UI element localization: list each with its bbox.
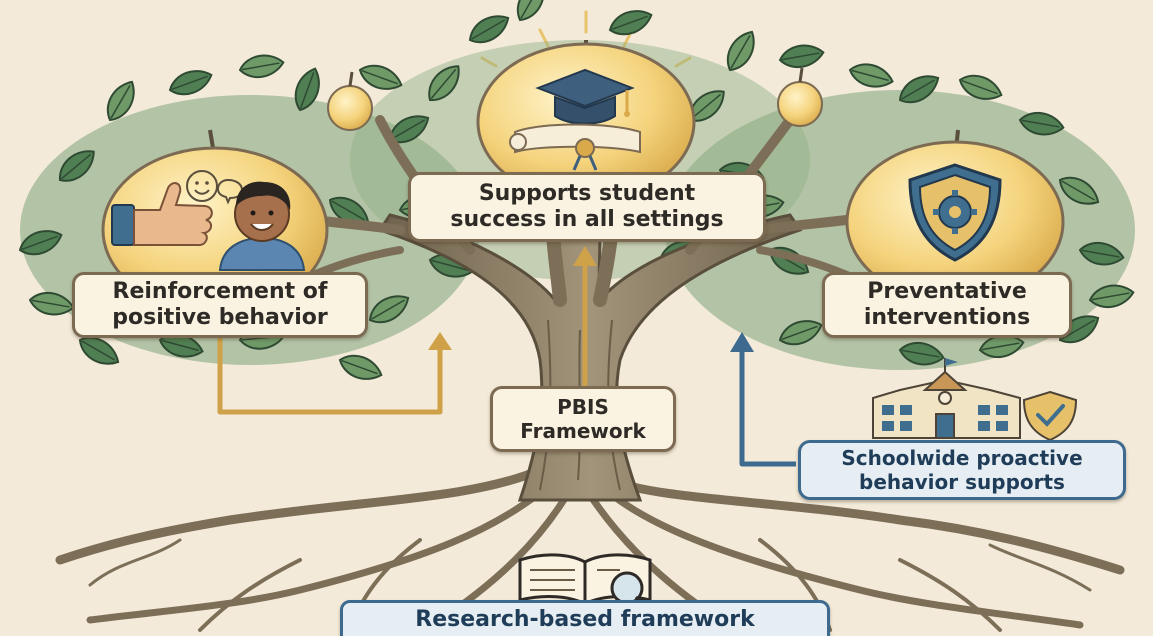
label-supports-student-success: Supports student success in all settings [408, 172, 766, 242]
arrow-schoolwide-to-right [730, 332, 796, 467]
label-preventative-interventions: Preventative interventions [822, 272, 1072, 338]
thumbs-up-icon [111, 182, 213, 247]
student-avatar-icon [218, 181, 306, 271]
shield-gear-icon [908, 163, 1002, 262]
smiley-bubble-icon [186, 170, 244, 205]
small-apples [327, 67, 823, 131]
school-building-icon [872, 358, 1021, 439]
check-shield-icon [1022, 390, 1078, 442]
label-pbis-framework: PBIS Framework [490, 386, 676, 452]
graduation-cap-icon [509, 68, 641, 171]
label-reinforcement-positive-behavior: Reinforcement of positive behavior [72, 272, 368, 338]
label-schoolwide-proactive-supports: Schoolwide proactive behavior supports [798, 440, 1126, 500]
arrow-center-to-top [573, 246, 597, 392]
label-research-based-framework: Research-based framework [340, 600, 830, 636]
arrow-left-to-center [217, 330, 452, 415]
